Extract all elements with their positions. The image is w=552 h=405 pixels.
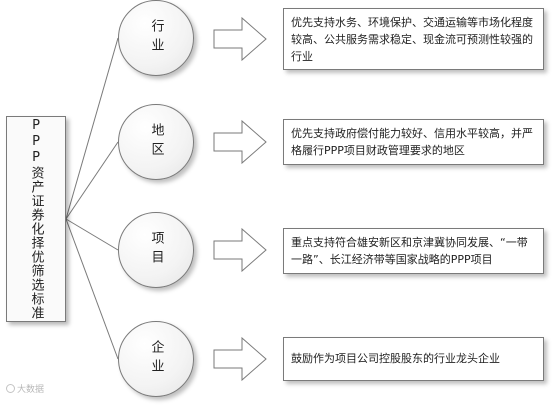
criteria-box-enterprise: 鼓励作为项目公司控股股东的行业龙头企业 <box>283 337 544 381</box>
criteria-text-enterprise: 鼓励作为项目公司控股股东的行业龙头企业 <box>291 352 500 365</box>
node-project-label: 项目 <box>148 231 164 269</box>
arrow-region <box>213 119 267 165</box>
connector-to-industry <box>65 37 119 220</box>
node-region: 地区 <box>118 104 194 180</box>
arrow-project <box>213 227 267 273</box>
criteria-box-region: 优先支持政府偿付能力较好、信用水平较高，并严格履行PPP项目财政管理要求的地区 <box>283 119 544 165</box>
node-enterprise-label: 企业 <box>148 340 164 378</box>
watermark-text: 大数据 <box>17 385 45 395</box>
arrow-industry <box>213 16 267 62</box>
connector-to-region <box>65 141 119 220</box>
node-project: 项目 <box>118 212 194 288</box>
arrow-enterprise <box>213 336 267 382</box>
watermark: 大数据 <box>6 382 44 395</box>
watermark-circle-icon <box>6 384 15 393</box>
criteria-text-region: 优先支持政府偿付能力较好、信用水平较高，并严格履行PPP项目财政管理要求的地区 <box>291 127 533 157</box>
node-industry-label: 行业 <box>148 19 164 57</box>
criteria-box-industry: 优先支持水务、环境保护、交通运输等市场化程度较高、公共服务需求稳定、现金流可预测… <box>283 8 544 70</box>
criteria-text-project: 重点支持符合雄安新区和京津冀协同发展、“一带一路”、长江经济带等国家战略的PPP… <box>291 236 528 266</box>
root-box: PPP资产证券化择优筛选标准 <box>6 116 66 322</box>
node-region-label: 地区 <box>148 123 164 161</box>
node-enterprise: 企业 <box>118 321 194 397</box>
connector-to-enterprise <box>65 218 119 360</box>
root-label: PPP资产证券化择优筛选标准 <box>28 118 44 320</box>
criteria-box-project: 重点支持符合雄安新区和京津冀协同发展、“一带一路”、长江经济带等国家战略的PPP… <box>283 228 544 274</box>
node-industry: 行业 <box>118 0 194 76</box>
connector-to-project <box>65 218 119 251</box>
criteria-text-industry: 优先支持水务、环境保护、交通运输等市场化程度较高、公共服务需求稳定、现金流可预测… <box>291 16 533 63</box>
